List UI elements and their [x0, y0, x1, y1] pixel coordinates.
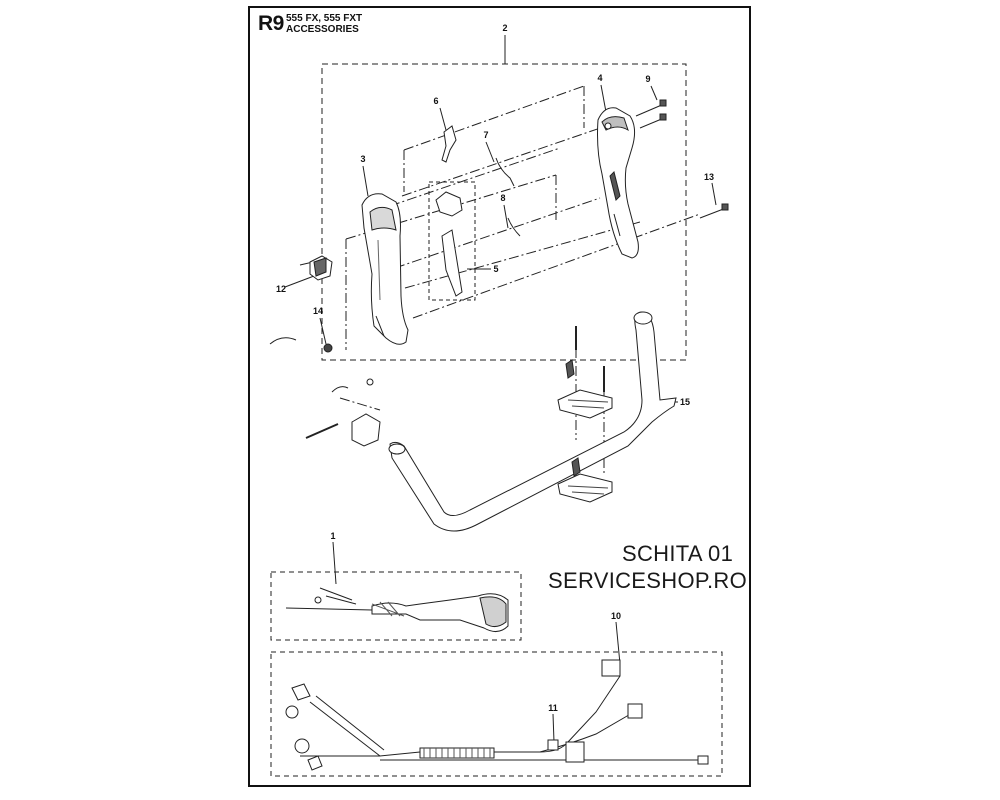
callout-2: 2 — [502, 23, 507, 33]
watermark-line-2: SERVICESHOP.RO — [548, 568, 748, 593]
callout-6: 6 — [433, 96, 438, 106]
spring-upper — [565, 359, 575, 379]
leader-13 — [711, 182, 717, 206]
drawing-frame — [248, 6, 751, 787]
front-handle-part — [361, 193, 409, 345]
leader-9 — [650, 85, 658, 101]
group-box-5 — [428, 181, 476, 301]
lever-part-5 — [441, 229, 463, 297]
callout-labels: 2 6 4 9 7 3 13 8 5 12 14 15 1 10 11 — [276, 23, 714, 713]
callout-5: 5 — [493, 264, 498, 274]
leader-1 — [332, 541, 337, 585]
callout-13: 13 — [704, 172, 714, 182]
part-6 — [441, 125, 457, 163]
rear-handle-part — [597, 107, 639, 259]
leader-11 — [552, 713, 555, 743]
group-box-2 — [321, 63, 687, 361]
nut-part-14 — [323, 343, 333, 353]
group-box-10 — [270, 651, 723, 777]
bar-clamp-upper — [557, 389, 613, 419]
side-bolt — [305, 423, 339, 439]
callout-15: 15 — [680, 397, 690, 407]
callout-14: 14 — [313, 306, 323, 316]
throttle-handle-part-1 — [285, 587, 509, 632]
wiring-harness-part-10 — [285, 659, 709, 771]
group-box-1 — [270, 571, 522, 641]
callout-7: 7 — [483, 130, 488, 140]
clamp-detail — [313, 257, 327, 277]
model-line-2: ACCESSORIES — [286, 24, 359, 35]
diagram-code: R9 — [258, 12, 284, 35]
bar-clamp-lower — [557, 473, 613, 503]
part-7-spring — [495, 157, 515, 187]
callout-8: 8 — [500, 193, 505, 203]
side-washer — [366, 378, 374, 386]
callout-1: 1 — [330, 531, 335, 541]
leader-7 — [485, 141, 495, 163]
leader-3 — [362, 165, 369, 197]
spring-lower — [571, 457, 581, 477]
screws-9 — [635, 99, 667, 129]
model-title: 555 FX, 555 FXT ACCESSORIES — [286, 13, 362, 35]
side-clip — [331, 386, 349, 393]
callout-11: 11 — [548, 703, 558, 713]
side-clamp — [351, 413, 381, 447]
callout-10: 10 — [611, 611, 621, 621]
screw-13 — [699, 203, 729, 219]
callout-12: 12 — [276, 284, 286, 294]
loop-handle-part-15 — [388, 311, 677, 532]
callout-9: 9 — [645, 74, 650, 84]
hose-fragment — [269, 337, 297, 345]
model-line-1: 555 FX, 555 FXT — [286, 13, 363, 24]
watermark-line-1: SCHITA 01 — [622, 541, 734, 566]
leader-4 — [600, 84, 607, 113]
callout-3: 3 — [360, 154, 365, 164]
part-8-spring — [507, 217, 521, 237]
leader-6 — [439, 107, 447, 131]
callout-4: 4 — [597, 73, 602, 83]
leader-8 — [503, 204, 509, 229]
leader-10 — [615, 621, 621, 665]
leader-14 — [319, 317, 327, 345]
trigger-part — [435, 191, 463, 217]
leader-12 — [284, 275, 315, 288]
